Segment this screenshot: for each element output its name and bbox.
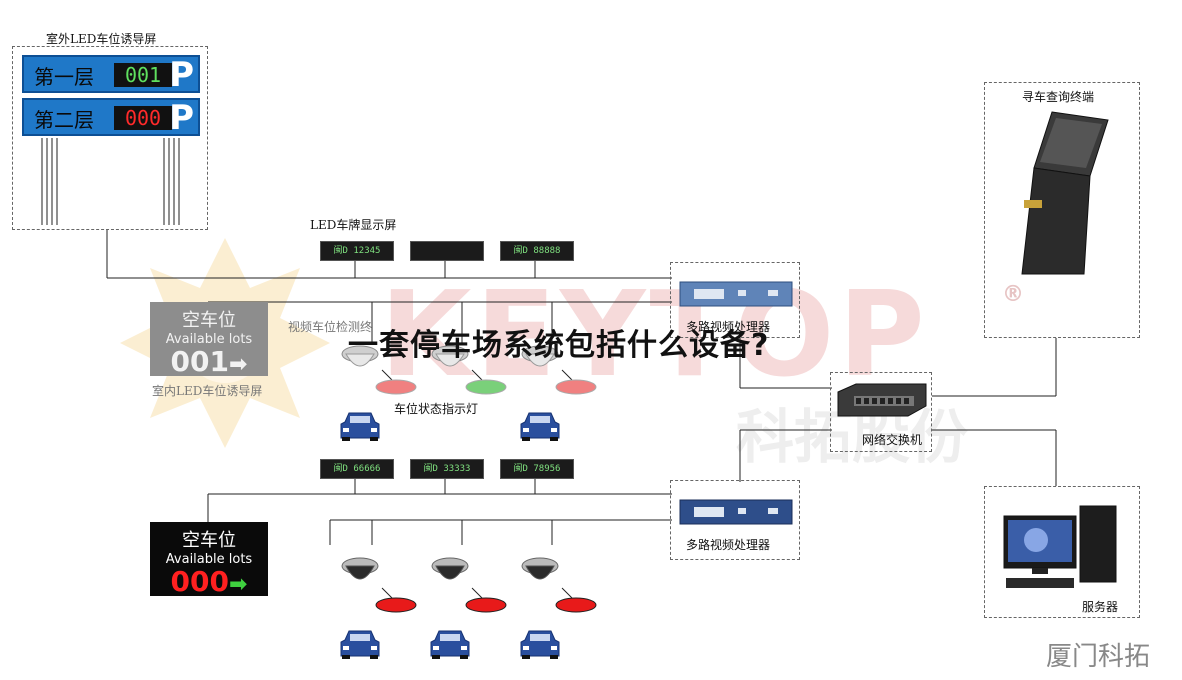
- query-terminal-label: 寻车查询终端: [1022, 90, 1095, 104]
- indoor-sign-title: 空车位: [182, 310, 236, 331]
- outdoor-sign-floor-1: 第一层 001 P: [22, 55, 200, 95]
- status-light-red-icon: [465, 597, 507, 613]
- parking-p-icon: P: [169, 55, 194, 95]
- indoor-sign-count-value: 001: [170, 345, 229, 378]
- arrow-right-icon: ➡: [229, 352, 248, 377]
- query-terminal-frame: [984, 82, 1140, 338]
- indoor-sign-subtitle: Available lots: [165, 332, 253, 347]
- status-light-red-icon: [375, 379, 417, 395]
- video-processor-top-label: 多路视频处理器: [686, 320, 771, 334]
- indoor-sign-title: 空车位: [182, 530, 236, 551]
- outdoor-led-sign-frame: [12, 46, 208, 230]
- server-frame: [984, 486, 1140, 618]
- video-processor-top-frame: [670, 262, 800, 338]
- video-detector-camera-icon: [431, 345, 469, 367]
- floor-count: 000: [114, 106, 172, 130]
- indoor-led-sign-label: 室内LED车位诱导屏: [152, 384, 263, 398]
- car-icon: [340, 630, 380, 659]
- spot-indicator-label: 车位状态指示灯: [394, 402, 479, 416]
- server-label: 服务器: [1082, 600, 1119, 614]
- indoor-led-sign-bottom: 空车位 Available lots 000➡: [150, 522, 268, 598]
- video-detector-camera-icon: [521, 345, 559, 367]
- floor-name: 第二层: [34, 108, 94, 132]
- watermark-keytop: KEYTOP: [380, 265, 929, 403]
- status-light-red-icon: [375, 597, 417, 613]
- floor-count: 001: [114, 63, 172, 87]
- car-icon: [520, 412, 560, 441]
- video-detector-camera-icon: [341, 345, 379, 367]
- kiosk-terminal-icon: [1021, 111, 1109, 275]
- car-icon: [430, 630, 470, 659]
- plate-display-bottom-1: 闽D 66666: [320, 459, 394, 479]
- car-icon: [340, 412, 380, 441]
- indoor-sign-count: 001➡: [150, 345, 268, 378]
- car-icon: [520, 630, 560, 659]
- parking-p-icon: P: [169, 98, 194, 138]
- page-headline: 一套停车场系统包括什么设备?: [348, 328, 770, 363]
- plate-display-bottom-3: 闽D 78956: [500, 459, 574, 479]
- plate-display-top-2: [410, 241, 484, 261]
- indoor-led-sign-top: 空车位 Available lots 001➡: [150, 302, 268, 378]
- server-computer-icon: [1003, 505, 1117, 588]
- status-light-red-icon: [555, 379, 597, 395]
- outdoor-sign-floor-2: 第二层 000 P: [22, 98, 200, 138]
- outdoor-led-sign-label: 室外LED车位诱导屏: [46, 32, 157, 46]
- indoor-sign-subtitle: Available lots: [165, 552, 253, 567]
- indoor-sign-count: 000➡: [150, 565, 268, 598]
- led-plate-display-label: LED车牌显示屏: [310, 218, 397, 232]
- brand-watermark: 厦门科拓: [1046, 642, 1151, 672]
- video-processor-bottom-label: 多路视频处理器: [686, 538, 771, 552]
- watermark-registered: ®: [1002, 282, 1024, 307]
- plate-display-top-1: 闽D 12345: [320, 241, 394, 261]
- video-detector-camera-icon: [341, 557, 379, 580]
- video-processor-device-icon: [679, 499, 793, 525]
- network-switch-device-icon: [837, 383, 927, 417]
- plate-display-top-3: 闽D 88888: [500, 241, 574, 261]
- network-switch-frame: [830, 372, 932, 452]
- video-processor-device-icon: [679, 281, 793, 307]
- arrow-right-icon: ➡: [229, 572, 248, 597]
- video-detector-camera-icon: [521, 557, 559, 580]
- indoor-sign-count-value: 000: [170, 565, 229, 598]
- video-detector-label: 视频车位检测终: [288, 320, 373, 334]
- video-processor-bottom-frame: [670, 480, 800, 560]
- status-light-green-icon: [465, 379, 507, 395]
- floor-name: 第一层: [34, 65, 94, 89]
- status-light-red-icon: [555, 597, 597, 613]
- video-detector-camera-icon: [431, 557, 469, 580]
- plate-display-bottom-2: 闽D 33333: [410, 459, 484, 479]
- network-switch-label: 网络交换机: [862, 433, 923, 447]
